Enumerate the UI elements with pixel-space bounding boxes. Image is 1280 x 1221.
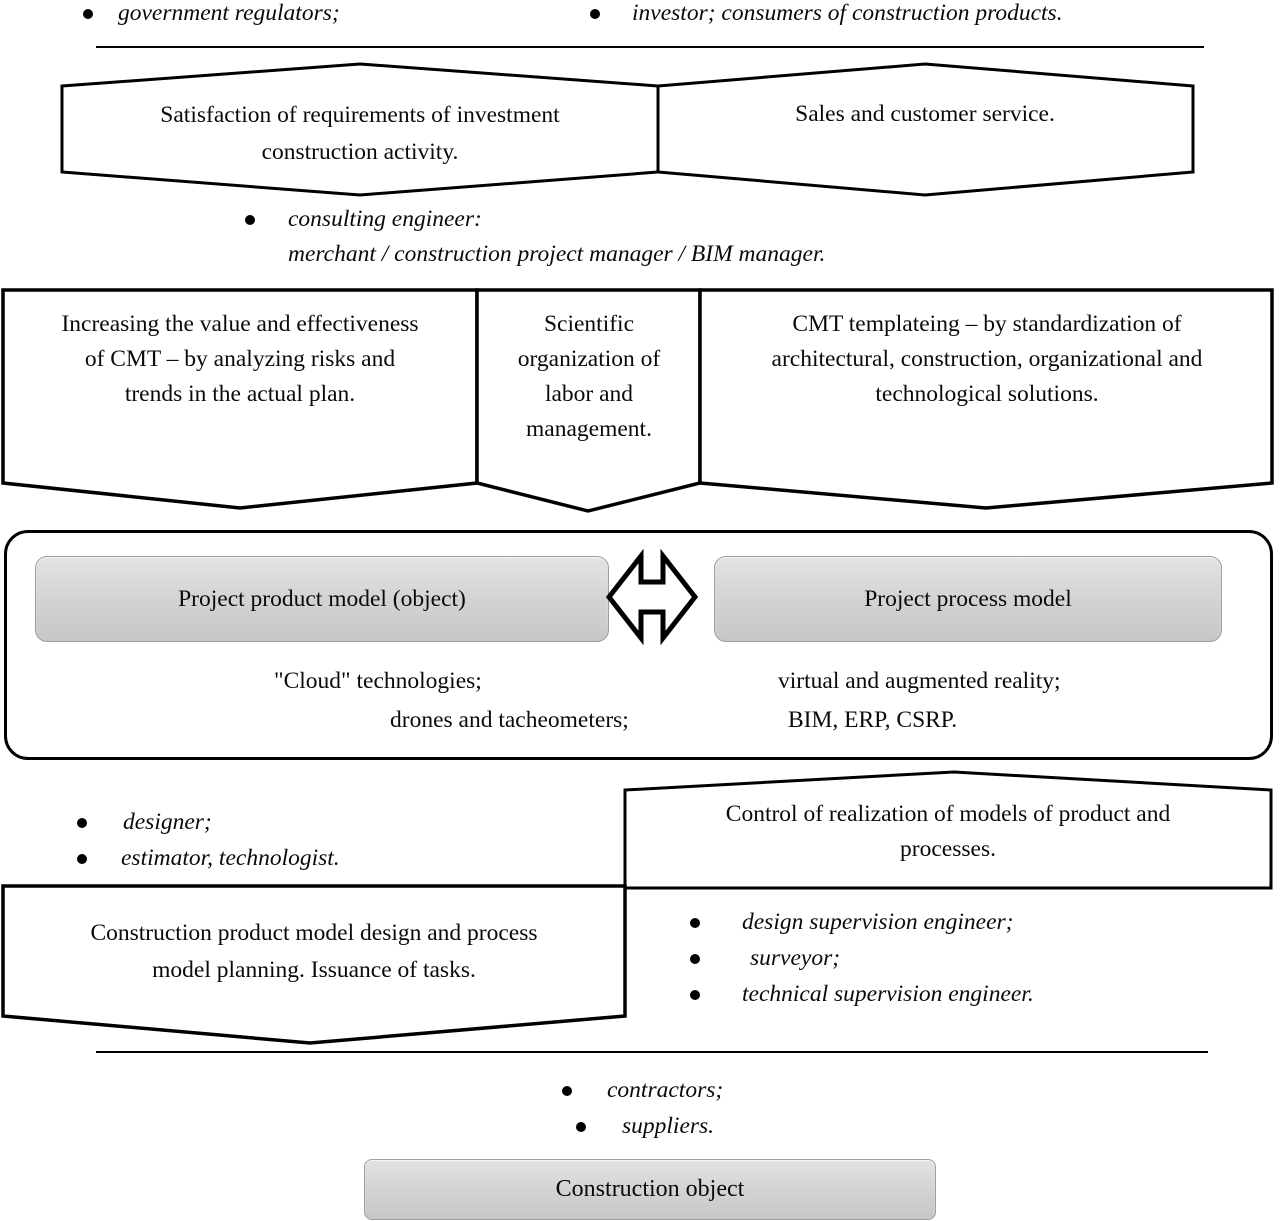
bullet-label: contractors; bbox=[607, 1077, 724, 1103]
bullet-icon bbox=[562, 1085, 572, 1096]
bullet-item-contractors: contractors; bbox=[562, 1077, 723, 1104]
bullet-item-estimator-technologist: estimator, technologist. bbox=[77, 845, 340, 872]
bullet-item-investor-consumers: investor; consumers of construction prod… bbox=[590, 0, 1063, 27]
bullet-item-design-supervision-engineer: design supervision engineer; bbox=[690, 909, 1014, 936]
column-text-line: of CMT – by analyzing risks and bbox=[84, 346, 396, 372]
bullet-icon bbox=[690, 953, 700, 964]
product-model-box: Project product model (object) bbox=[35, 556, 609, 642]
bullet-label: suppliers. bbox=[622, 1113, 715, 1139]
tech-line-drones: drones and tacheometers; bbox=[390, 707, 629, 733]
tech-line-cloud: "Cloud" technologies; bbox=[274, 668, 482, 694]
design-text-line: Construction product model design and pr… bbox=[90, 920, 538, 946]
process-model-box: Project process model bbox=[714, 556, 1222, 642]
column-text-line: CMT templateing – by standardization of bbox=[792, 311, 1182, 337]
top-divider-line bbox=[96, 46, 1204, 48]
column-cmt-templateing: CMT templateing – by standardization of … bbox=[706, 307, 1268, 412]
bottom-divider-line bbox=[96, 1051, 1208, 1053]
construction-object-label: Construction object bbox=[555, 1176, 745, 1202]
tech-line-bim-erp: BIM, ERP, CSRP. bbox=[788, 707, 958, 733]
column-text-line: trends in the actual plan. bbox=[124, 381, 356, 407]
column-text-line: Scientific bbox=[543, 311, 635, 337]
tech-line-vr: virtual and augmented reality; bbox=[778, 668, 1061, 694]
bullet-icon bbox=[77, 853, 87, 864]
column-text-line: management. bbox=[526, 416, 652, 442]
design-text-line: model planning. Issuance of tasks. bbox=[152, 957, 476, 983]
bullet-icon bbox=[590, 8, 600, 19]
design-box-shape bbox=[1, 884, 627, 1045]
bullet-item-designer: designer; bbox=[77, 809, 212, 836]
bullet-label: government regulators; bbox=[118, 0, 340, 26]
double-arrow-icon bbox=[605, 548, 699, 646]
product-model-label: Project product model (object) bbox=[178, 585, 466, 612]
column-text-line: architectural, construction, organizatio… bbox=[771, 346, 1203, 372]
banner-text-line: construction activity. bbox=[261, 139, 459, 165]
bullet-item-government-regulators: government regulators; bbox=[83, 0, 340, 27]
column-text-line: technological solutions. bbox=[875, 381, 1099, 407]
consulting-roles-line: merchant / construction project manager … bbox=[288, 241, 826, 267]
bullet-label: designer; bbox=[123, 809, 212, 835]
bullet-item-surveyor: surveyor; bbox=[690, 945, 840, 972]
bullet-item-technical-supervision-engineer: technical supervision engineer. bbox=[690, 981, 1034, 1008]
bullet-icon bbox=[245, 214, 255, 225]
bullet-icon bbox=[83, 8, 93, 19]
control-box-shape bbox=[623, 770, 1273, 890]
bullet-label: investor; consumers of construction prod… bbox=[632, 0, 1063, 26]
control-text-line: Control of realization of models of prod… bbox=[725, 801, 1171, 827]
process-model-label: Project process model bbox=[864, 585, 1072, 612]
bullet-icon bbox=[690, 917, 700, 928]
banner-text-line: Sales and customer service. bbox=[795, 101, 1055, 127]
bullet-label: consulting engineer: bbox=[288, 206, 482, 232]
column-text-line: organization of bbox=[517, 346, 661, 372]
design-box-text: Construction product model design and pr… bbox=[18, 915, 610, 989]
banner-satisfaction: Satisfaction of requirements of investme… bbox=[90, 97, 630, 171]
bullet-item-suppliers: suppliers. bbox=[576, 1113, 714, 1140]
goals-banner-shapes bbox=[60, 62, 1195, 197]
column-increasing-value: Increasing the value and effectiveness o… bbox=[10, 307, 470, 412]
bullet-label: estimator, technologist. bbox=[121, 845, 340, 871]
column-text-line: Increasing the value and effectiveness bbox=[61, 311, 419, 337]
control-box-text: Control of realization of models of prod… bbox=[648, 797, 1248, 867]
task-columns-shapes bbox=[1, 288, 1274, 513]
construction-object-box: Construction object bbox=[364, 1159, 936, 1220]
control-text-line: processes. bbox=[900, 836, 996, 862]
bullet-item-consulting-engineer: consulting engineer: bbox=[245, 206, 482, 233]
banner-sales-service: Sales and customer service. bbox=[680, 101, 1170, 128]
column-scientific-organization: Scientific organization of labor and man… bbox=[478, 307, 700, 447]
bullet-label: surveyor; bbox=[750, 945, 841, 971]
bullet-label: design supervision engineer; bbox=[742, 909, 1014, 935]
column-text-line: labor and bbox=[544, 381, 634, 407]
bullet-icon bbox=[690, 989, 700, 1000]
banner-text-line: Satisfaction of requirements of investme… bbox=[160, 102, 560, 128]
bullet-label: technical supervision engineer. bbox=[742, 981, 1034, 1007]
bullet-icon bbox=[576, 1121, 586, 1132]
bullet-icon bbox=[77, 817, 87, 828]
